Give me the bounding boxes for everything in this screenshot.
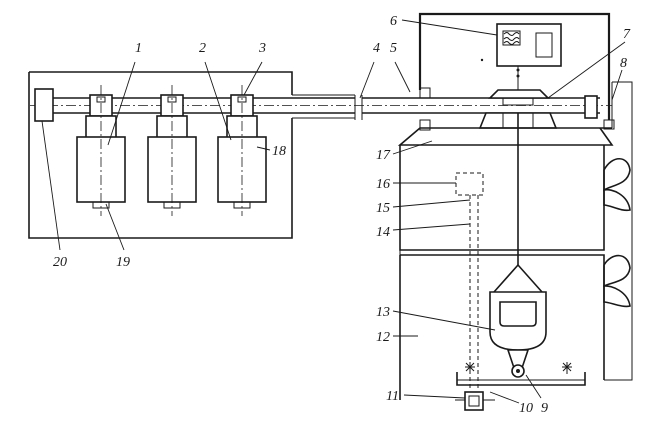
shaft-coupling: [419, 87, 431, 131]
fan-upper: [603, 157, 631, 212]
base-rail: [455, 362, 586, 411]
label-11: 11: [386, 389, 399, 404]
label-12: 12: [376, 330, 390, 345]
label-15: 15: [376, 201, 390, 216]
label-7: 7: [623, 27, 631, 42]
leader-lines: [41, 19, 626, 404]
control-frame: [418, 12, 615, 130]
label-13: 13: [376, 305, 390, 320]
crucible-unit-1: [76, 85, 126, 216]
trolley-gear: [478, 89, 598, 129]
label-14: 14: [376, 225, 390, 240]
label-1: 1: [135, 41, 142, 56]
end-drive-block: [34, 88, 54, 122]
fan-lower: [603, 254, 631, 308]
side-duct: [604, 81, 633, 381]
callout-labels: 1 2 3 4 5 6 7 8 9 10 11 12 13 14 15 16 1…: [53, 14, 631, 416]
lower-chamber: [399, 250, 605, 400]
label-17: 17: [376, 148, 391, 163]
label-2: 2: [199, 41, 206, 56]
label-3: 3: [258, 41, 266, 56]
crucible-unit-3: [217, 85, 267, 216]
label-19: 19: [116, 255, 130, 270]
label-5: 5: [390, 41, 397, 56]
hoist-assembly: [489, 113, 547, 378]
left-housing: [28, 71, 355, 239]
label-18: 18: [272, 144, 286, 159]
crucible-unit-2: [147, 85, 197, 216]
label-10: 10: [519, 401, 533, 416]
label-20: 20: [53, 255, 67, 270]
label-6: 6: [390, 14, 397, 29]
label-9: 9: [541, 401, 548, 416]
label-8: 8: [620, 56, 627, 71]
label-4: 4: [373, 41, 380, 56]
upper-enclosure: [397, 127, 614, 390]
label-16: 16: [376, 177, 390, 192]
